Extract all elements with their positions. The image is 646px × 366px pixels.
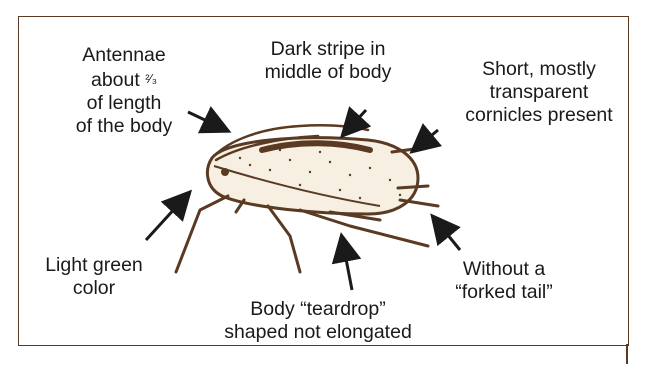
label-color: Light green color: [26, 254, 162, 300]
label-teardrop: Body “teardrop” shaped not elongated: [218, 298, 418, 344]
label-tail: Without a “forked tail”: [436, 258, 572, 304]
arrow-teardrop: [342, 238, 352, 290]
label-cornicles: Short, mostly transparent cornicles pres…: [454, 58, 624, 127]
arrow-stripe: [344, 110, 366, 134]
label-antennae: Antennae about ²⁄₃ of length of the body: [56, 44, 192, 138]
arrow-antennae: [188, 112, 226, 130]
arrow-cornicles: [414, 130, 438, 150]
arrow-color: [146, 194, 188, 240]
label-stripe: Dark stripe in middle of body: [238, 38, 418, 84]
arrow-tail: [434, 218, 460, 250]
